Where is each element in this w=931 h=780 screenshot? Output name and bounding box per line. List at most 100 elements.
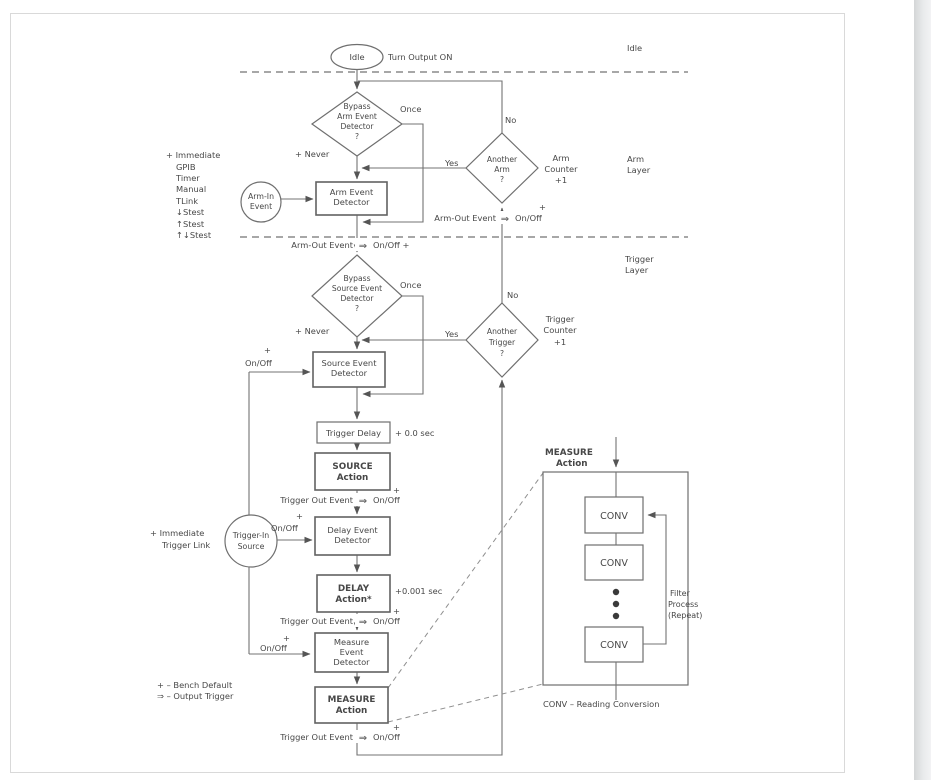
arm-once-label: Once [400, 104, 421, 114]
another-arm-diamond: Another Arm ? [465, 132, 539, 204]
arm-source-item: Timer [175, 173, 200, 183]
source-action-l2: Action [337, 473, 369, 483]
filter-process-l3: (Repeat) [668, 611, 702, 620]
page-edge-shadow [914, 0, 931, 780]
bypass-arm-l4: ? [355, 132, 359, 141]
trigger-never-label: + Never [295, 326, 330, 336]
arm-layer-l1: Arm [627, 154, 644, 164]
measure-onoff-text: On/Off [260, 643, 287, 653]
arm-layer-l2: Layer [627, 165, 651, 175]
arm-source-item: ↓Stest [176, 207, 205, 217]
ellipsis-dot [612, 600, 620, 608]
arm-in-event-circle: Arm-In Event [240, 181, 282, 223]
trigger-once-label: Once [400, 280, 421, 290]
idle-layer-label: Idle [627, 43, 642, 53]
flow-lines [248, 69, 506, 756]
measure-action-l1: MEASURE [328, 695, 376, 705]
arm-ed-l1: Arm Event [330, 187, 374, 197]
trigger-no-label: No [507, 290, 518, 300]
bypass-arm-event-detector-diamond: Bypass Arm Event Detector ? [310, 91, 404, 157]
measure-action-box: MEASURE Action [314, 686, 389, 724]
another-trig-l2: Trigger [488, 338, 516, 347]
measure-out-onoff: On/Off [373, 732, 400, 742]
output-trigger-arrow-icon: ⇒ [501, 214, 509, 225]
measure-ed-l2: Event [340, 647, 365, 657]
arm-ed-l2: Detector [333, 197, 370, 207]
immediate-trigger-link-label: + Immediate Trigger Link [150, 528, 210, 550]
arm-no-label: No [505, 115, 516, 125]
detail-connector-bottom [387, 683, 544, 723]
arm-out-cross-onoff: On/Off + [373, 240, 409, 250]
delay-trigger-out-row: Trigger Out Event ⇒ On/Off + [279, 606, 400, 628]
another-trigger-diamond: Another Trigger ? [465, 302, 539, 378]
arm-out-event-cross: Arm-Out Event ⇒ On/Off + [291, 238, 409, 252]
delay-ed-l1: Delay Event [327, 525, 378, 535]
arm-out-event-right: Arm-Out Event ⇒ On/Off + [434, 202, 546, 225]
conv-footnote: CONV – Reading Conversion [543, 699, 659, 709]
trigger-in-source-circle: Trigger-In Source [224, 514, 278, 568]
filter-process-l1: Filter [670, 589, 691, 598]
source-action-l1: SOURCE [332, 462, 372, 472]
arm-out-cross-text: Arm-Out Event [291, 240, 353, 250]
source-action-box: SOURCE Action [314, 452, 391, 491]
detail-title-l2: Action [556, 459, 588, 469]
another-arm-l1: Another [487, 155, 518, 164]
trigger-delay-value: + 0.0 sec [395, 428, 435, 438]
arm-counter-l1: Arm [552, 153, 569, 163]
arm-source-item: ↑Stest [176, 219, 205, 229]
trig-counter-l3: +1 [554, 337, 566, 347]
arm-source-item: + Immediate [166, 150, 220, 160]
filter-loop-line [643, 511, 667, 645]
delay-action-l2: Action* [335, 595, 372, 605]
arm-out-right-text: Arm-Out Event [434, 213, 496, 223]
delay-onoff-label: + On/Off [271, 511, 303, 533]
trigger-yes-label: Yes [444, 329, 458, 339]
conv-box-3-label: CONV [600, 640, 628, 651]
detail-title-l1: MEASURE [545, 448, 593, 458]
bypass-source-event-detector-diamond: Bypass Source Event Detector ? [311, 254, 403, 338]
arm-source-item: TLink [175, 196, 198, 206]
figure-border [10, 13, 845, 773]
bypass-src-l1: Bypass [343, 274, 370, 283]
arm-layer-label: Arm Layer [627, 154, 651, 175]
another-arm-l2: Arm [494, 165, 510, 174]
measure-onoff-label: + On/Off [260, 633, 290, 653]
delay-action-value: +0.001 sec [395, 586, 443, 596]
arm-counter-l3: +1 [555, 175, 567, 185]
another-arm-l3: ? [500, 175, 504, 184]
trigger-delay-box: Trigger Delay + 0.0 sec [316, 421, 435, 444]
another-trig-l3: ? [500, 349, 504, 358]
delay-action-l1: DELAY [338, 584, 370, 594]
arm-yes-label: Yes [444, 158, 458, 168]
bypass-src-l4: ? [355, 304, 359, 313]
measure-event-detector-box: Measure Event Detector [314, 632, 389, 673]
bypass-arm-l3: Detector [340, 122, 374, 131]
idle-oval-label: Idle [349, 52, 364, 62]
arm-event-detector-box: Arm Event Detector [315, 181, 388, 216]
idle-oval: Idle [330, 43, 384, 71]
arm-out-right-onoff: On/Off [515, 213, 542, 223]
trig-in-l1: Trigger-In [232, 531, 270, 540]
measure-out-plus: + [393, 722, 400, 732]
source-ed-l1: Source Event [322, 358, 378, 368]
measure-action-detail: MEASURE Action CONV CONV CONV Filter Pro… [542, 437, 702, 709]
delay-out-onoff: On/Off [373, 616, 400, 626]
source-ed-l2: Detector [331, 368, 368, 378]
turn-output-on-label: Turn Output ON [387, 52, 452, 62]
arm-out-right-plus: + [539, 202, 546, 212]
bypass-src-l3: Detector [340, 294, 374, 303]
delay-event-detector-box: Delay Event Detector [314, 516, 391, 556]
output-trigger-arrow-icon: ⇒ [359, 241, 367, 252]
measure-action-l2: Action [336, 706, 368, 716]
source-event-detector-box: Source Event Detector [312, 351, 386, 388]
detail-connector-top [387, 472, 544, 689]
legend-bench-default: + – Bench Default [157, 680, 233, 690]
measure-onoff-plus: + [283, 633, 290, 643]
trig-counter-l2: Counter [543, 325, 577, 335]
arm-never-label: + Never [295, 149, 330, 159]
imm-trig-l2: Trigger Link [161, 540, 210, 550]
delay-out-plus: + [393, 606, 400, 616]
imm-trig-l1: + Immediate [150, 528, 204, 538]
trigger-counter-label: Trigger Counter +1 [543, 314, 577, 347]
